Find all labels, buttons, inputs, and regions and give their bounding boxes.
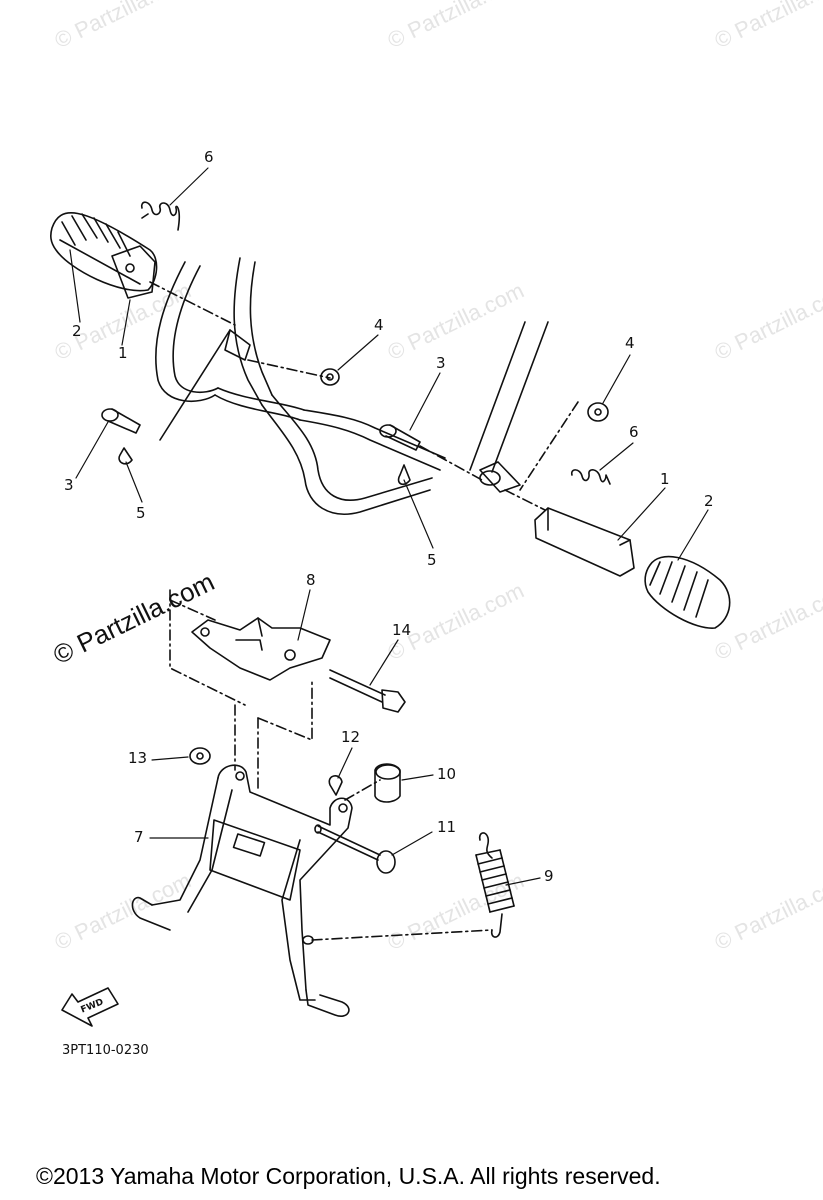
stand-pin-11 [314,824,396,874]
leader-lines [69,167,709,886]
spring-6-left [140,201,181,231]
callout-number: 10 [437,765,457,783]
main-stand [131,764,353,1017]
callout-number: 2 [704,492,714,510]
washer-4-center [320,368,340,386]
callout-number: 2 [72,322,82,340]
left-footrest-pin [101,408,141,434]
callout-number: 3 [64,476,74,494]
cotter-pin-left [118,447,133,465]
callout-number: 9 [544,867,554,885]
callout-number: 1 [660,470,670,488]
stand-stopper [374,763,401,803]
callout-number: 5 [136,504,146,522]
callout-number: 3 [436,354,446,372]
copyright-notice: ©2013 Yamaha Motor Corporation, U.S.A. A… [36,1163,661,1189]
cotter-pin-right [397,464,411,486]
diagram-code: 3PT110-0230 [62,1043,149,1058]
frame-tubes [155,257,549,515]
washer-13 [189,747,211,765]
stand-spring [475,832,515,938]
spring-6-right [570,469,611,485]
stand-bracket [191,617,331,681]
callout-number: 1 [118,344,128,362]
callout-number: 6 [204,148,214,166]
right-footrest-pin [379,424,421,451]
clip-12 [328,775,343,796]
callout-number: 14 [392,621,412,639]
callout-number: 5 [427,551,437,569]
right-footrest-bracket [534,507,635,577]
callout-number: 8 [306,571,316,589]
left-footrest-rubber [50,212,158,292]
left-footrest-bracket [111,245,156,299]
callout-number: 7 [134,828,144,846]
bolt-14 [329,669,406,713]
callout-number: 4 [374,316,384,334]
fwd-arrow-icon: FWD [61,987,119,1027]
callout-number: 13 [128,749,148,767]
callout-number: 12 [341,728,361,746]
callout-number: 11 [437,818,457,836]
washer-4-right [587,402,609,422]
callout-number: 6 [629,423,639,441]
right-footrest-rubber [644,555,731,629]
callout-number: 4 [625,334,635,352]
